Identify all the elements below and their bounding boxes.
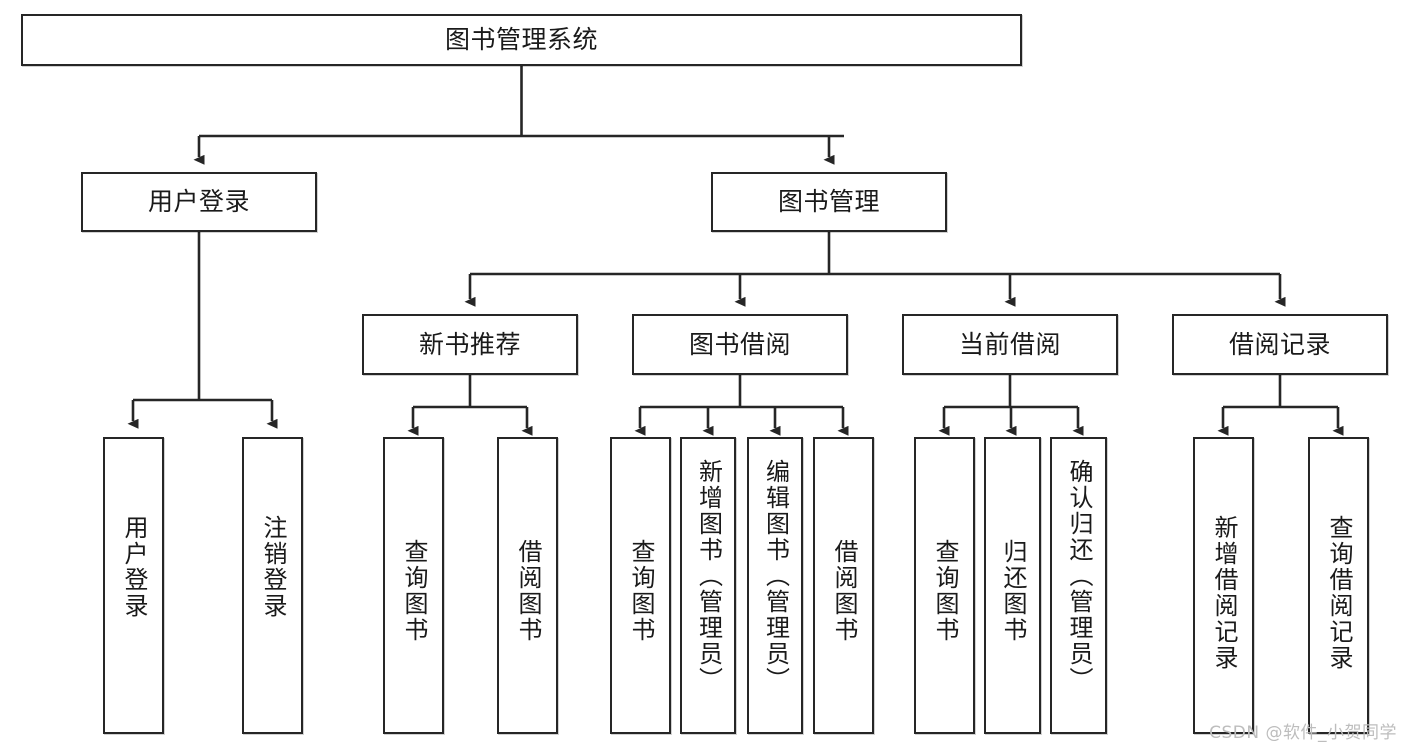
node-book-borrow[interactable]: 图书借阅 — [632, 314, 848, 375]
leaf-edit-book-admin[interactable]: 编辑图书（管理员） — [747, 437, 803, 734]
leaf-add-book-admin[interactable]: 新增图书（管理员） — [680, 437, 736, 734]
node-label: 图书管理 — [777, 187, 880, 217]
node-label: 确认归还（管理员） — [1064, 459, 1093, 693]
leaf-add-borrow-record[interactable]: 新增借阅记录 — [1193, 437, 1254, 734]
node-label: 用户登录 — [119, 515, 148, 619]
node-current-borrow[interactable]: 当前借阅 — [902, 314, 1118, 375]
node-label: 查询借阅记录 — [1324, 515, 1353, 671]
node-root-system[interactable]: 图书管理系统 — [21, 14, 1022, 66]
leaf-return-book[interactable]: 归还图书 — [984, 437, 1041, 734]
leaf-confirm-return-admin[interactable]: 确认归还（管理员） — [1050, 437, 1107, 734]
node-label: 借阅记录 — [1228, 329, 1331, 359]
node-label: 借阅图书 — [513, 539, 542, 643]
node-label: 新增图书（管理员） — [694, 459, 723, 693]
node-label: 当前借阅 — [958, 329, 1061, 359]
node-label: 查询图书 — [399, 539, 428, 643]
leaf-logout[interactable]: 注销登录 — [242, 437, 303, 734]
node-borrow-record[interactable]: 借阅记录 — [1172, 314, 1388, 375]
node-label: 编辑图书（管理员） — [761, 459, 790, 693]
node-new-book-recommend[interactable]: 新书推荐 — [362, 314, 578, 375]
leaf-query-borrow-record[interactable]: 查询借阅记录 — [1308, 437, 1369, 734]
node-label: 用户登录 — [147, 187, 250, 217]
node-book-manage[interactable]: 图书管理 — [711, 172, 947, 232]
leaf-borrow-book-2[interactable]: 借阅图书 — [813, 437, 874, 734]
node-label: 图书借阅 — [688, 329, 791, 359]
node-label: 查询图书 — [626, 539, 655, 643]
csdn-watermark: CSDN @软件_小贺同学 — [1209, 723, 1397, 743]
node-label: 图书管理系统 — [444, 25, 598, 55]
leaf-query-book-2[interactable]: 查询图书 — [610, 437, 671, 734]
node-label: 新书推荐 — [418, 329, 521, 359]
leaf-user-login[interactable]: 用户登录 — [103, 437, 164, 734]
node-label: 归还图书 — [998, 539, 1027, 643]
leaf-borrow-book-1[interactable]: 借阅图书 — [497, 437, 558, 734]
node-user-login[interactable]: 用户登录 — [81, 172, 317, 232]
node-label: 注销登录 — [258, 515, 287, 619]
node-label: 查询图书 — [930, 539, 959, 643]
node-label: 新增借阅记录 — [1209, 515, 1238, 671]
leaf-query-book-1[interactable]: 查询图书 — [383, 437, 444, 734]
node-label: 借阅图书 — [829, 539, 858, 643]
leaf-query-book-3[interactable]: 查询图书 — [914, 437, 975, 734]
